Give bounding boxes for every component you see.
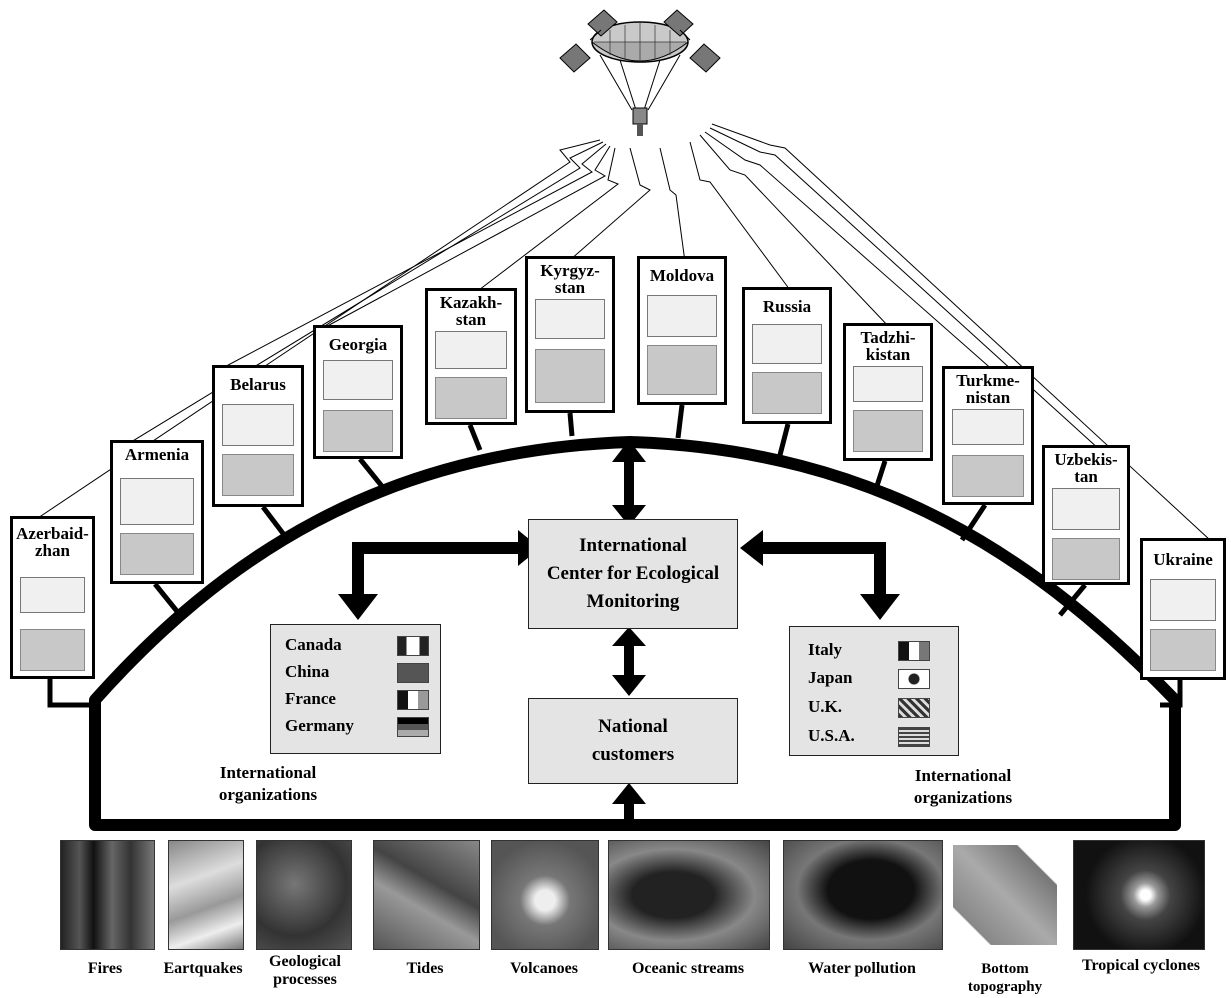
country-name: Tadzhi- kistan [860,328,916,364]
geological-processes-image [256,840,352,950]
satellite-data-panel [647,295,717,337]
national-customers-box: National customers [528,698,738,784]
tropical-cyclones-image [1073,840,1205,950]
country-card-turkmenistan: Turkme- nistan [942,366,1034,505]
radio-links [19,123,1211,541]
country-name: Turkme- nistan [956,371,1020,407]
country-name: Armenia [124,445,190,464]
country-card-ukraine: Ukraine [1140,538,1226,680]
uk-flag-icon [898,698,930,718]
satellite-data-panel [535,299,605,339]
ground-station-panel [1150,629,1216,671]
china-flag-icon [397,663,429,683]
geological-processes-caption: Geological processes [269,953,341,988]
country-name: Azerbaid- zhan [16,524,89,560]
country-card-kyrgyzstan: Kyrgyz- stan [525,256,615,413]
country-name: Ukraine [1153,550,1213,569]
satellite-data-panel [952,409,1024,445]
ground-station-panel [323,410,393,452]
country-card-tadzhikistan: Tadzhi- kistan [843,323,933,461]
partner-germany: Germany [285,716,354,735]
country-card-russia: Russia [742,287,832,424]
country-card-azerbaijan: Azerbaid- zhan [10,516,95,679]
volcanoes-caption: Volcanoes [510,960,578,977]
country-card-armenia: Armenia [110,440,204,584]
right-partners-box: Italy Japan U.K. U.S.A. [789,626,959,756]
country-card-moldova: Moldova [637,256,727,405]
tides-caption: Tides [406,960,444,977]
fires-image [60,840,155,950]
ground-station-panel [752,372,822,414]
earthquakes-caption: Eartquakes [163,960,243,977]
japan-flag-icon [898,669,930,689]
country-card-georgia: Georgia [313,325,403,459]
country-card-kazakhstan: Kazakh- stan [425,288,517,425]
partner-japan: Japan [808,668,853,687]
international-center-box: International Center for Ecological Moni… [528,519,738,629]
network-arch [89,436,1181,831]
water-pollution-image [783,840,943,950]
international-organizations-label-right: International organizations [913,766,1013,807]
flow-arrows [338,440,900,820]
satellite-data-panel [1052,488,1120,530]
partner-canada: Canada [285,635,342,654]
country-name: Georgia [328,335,388,354]
partner-france: France [285,689,336,708]
satellite-data-panel [1150,579,1216,621]
country-name: Moldova [649,266,715,285]
country-name: Russia [762,297,812,316]
ground-station-panel [535,349,605,403]
partner-uk: U.K. [808,697,842,716]
france-flag-icon [397,690,429,710]
national-customers-label: National customers [591,716,675,765]
ground-station-panel [222,454,294,496]
italy-flag-icon [898,641,930,661]
country-name: Uzbekis- tan [1054,450,1118,486]
country-name: Belarus [230,375,286,394]
fires-caption: Fires [87,960,123,977]
partner-china: China [285,662,330,681]
ground-station-panel [20,629,85,671]
volcanoes-image [491,840,599,950]
country-name: Kyrgyz- stan [540,261,600,297]
ground-station-panel [647,345,717,395]
earthquakes-image [168,840,244,950]
left-partners-box: Canada China France Germany [270,624,441,754]
water-pollution-caption: Water pollution [808,960,916,977]
satellite-data-panel [853,366,923,402]
oceanic-streams-caption: Oceanic streams [631,960,745,977]
satellite-data-panel [752,324,822,364]
satellite-data-panel [222,404,294,446]
bottom-topography-image [953,845,1057,945]
partner-italy: Italy [808,640,842,659]
ground-station-panel [952,455,1024,497]
tropical-cyclones-caption: Tropical cyclones [1081,957,1201,974]
card-connectors [47,404,1183,708]
ground-station-panel [853,410,923,452]
satellite-data-panel [20,577,85,613]
international-organizations-label-left: International organizations [218,763,318,804]
ground-station-panel [1052,538,1120,580]
germany-flag-icon [397,717,429,737]
country-card-uzbekistan: Uzbekis- tan [1042,445,1130,585]
satellite-data-panel [435,331,507,369]
satellite-data-panel [323,360,393,400]
usa-flag-icon [898,727,930,747]
ground-station-panel [435,377,507,419]
country-name: Kazakh- stan [439,293,503,329]
ground-station-panel [120,533,194,575]
bottom-topography-caption: Bottom topography [967,961,1043,995]
oceanic-streams-image [608,840,770,950]
tides-image [373,840,480,950]
country-card-belarus: Belarus [212,365,304,507]
satellite-data-panel [120,478,194,525]
satellite-icon [559,9,721,136]
international-center-label: International Center for Ecological Moni… [546,535,720,612]
partner-usa: U.S.A. [808,726,855,745]
canada-flag-icon [397,636,429,656]
